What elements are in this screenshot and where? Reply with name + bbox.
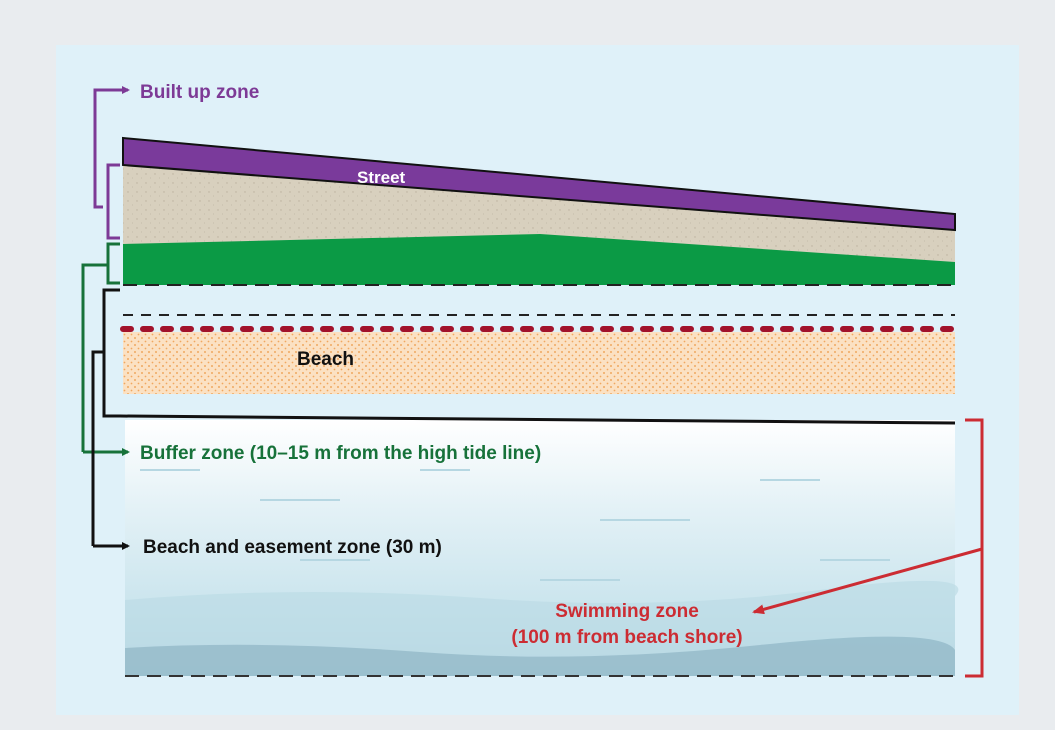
street-band [122,136,956,232]
beach-easement-zone-label: Beach and easement zone (30 m) [143,537,442,558]
easement-boundary-line [119,414,956,425]
buffer-connector [81,263,108,452]
sea-area [125,420,959,676]
street-label: Street [357,168,406,187]
built-up-bracket [106,163,120,240]
swimming-arrow [752,547,983,615]
built-up-zone-label: Built up zone [140,82,259,103]
beach-label: Beach [297,349,354,370]
swimming-zone-label-line1: Swimming zone [555,601,699,622]
swimming-zone-label-line2: (100 m from beach shore) [511,627,742,648]
swimming-bracket [965,418,984,678]
buffer-zone-area [123,234,955,285]
buffer-zone-label: Buffer zone (10–15 m from the high tide … [140,443,541,464]
easement-connector [91,350,104,546]
